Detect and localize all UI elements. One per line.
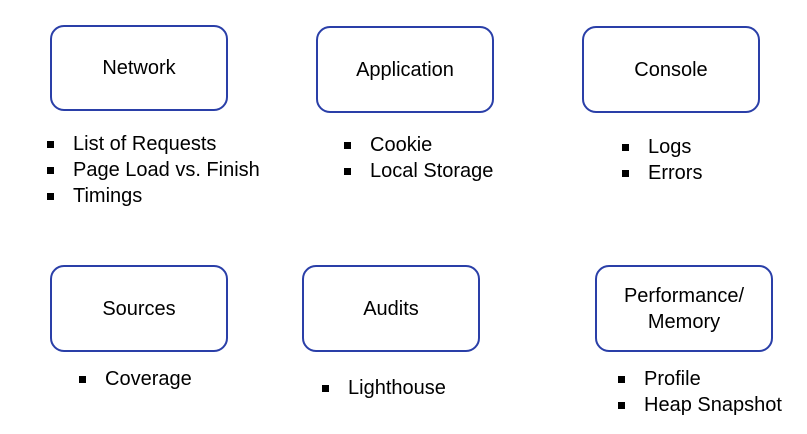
card-title-performance-memory: Performance/ Memory — [623, 284, 745, 333]
bullet-list-application: Cookie Local Storage — [344, 132, 493, 184]
card-audits: Audits — [302, 265, 480, 352]
bullet-item: Coverage — [79, 366, 192, 392]
bullet-item: Cookie — [344, 132, 493, 158]
bullet-item: Heap Snapshot — [618, 392, 782, 418]
bullet-item: Profile — [618, 366, 782, 392]
card-title-console: Console — [634, 58, 708, 81]
card-console: Console — [582, 26, 760, 113]
bullet-item: Errors — [622, 160, 702, 186]
card-title-sources: Sources — [102, 297, 176, 320]
bullet-item: Lighthouse — [322, 375, 446, 401]
card-application: Application — [316, 26, 494, 113]
bullet-list-performance-memory: Profile Heap Snapshot — [618, 366, 782, 418]
bullet-item: Timings — [47, 183, 260, 209]
card-title-audits: Audits — [363, 297, 419, 320]
bullet-list-network: List of Requests Page Load vs. Finish Ti… — [47, 131, 260, 209]
card-title-application: Application — [356, 58, 454, 81]
bullet-item: Logs — [622, 134, 702, 160]
bullet-item: List of Requests — [47, 131, 260, 157]
bullet-list-audits: Lighthouse — [322, 375, 446, 401]
bullet-item: Page Load vs. Finish — [47, 157, 260, 183]
bullet-list-sources: Coverage — [79, 366, 192, 392]
card-sources: Sources — [50, 265, 228, 352]
card-title-network: Network — [102, 57, 176, 79]
card-performance-memory: Performance/ Memory — [595, 265, 773, 352]
bullet-list-console: Logs Errors — [622, 134, 702, 186]
card-network: Network — [50, 25, 228, 111]
bullet-item: Local Storage — [344, 158, 493, 184]
